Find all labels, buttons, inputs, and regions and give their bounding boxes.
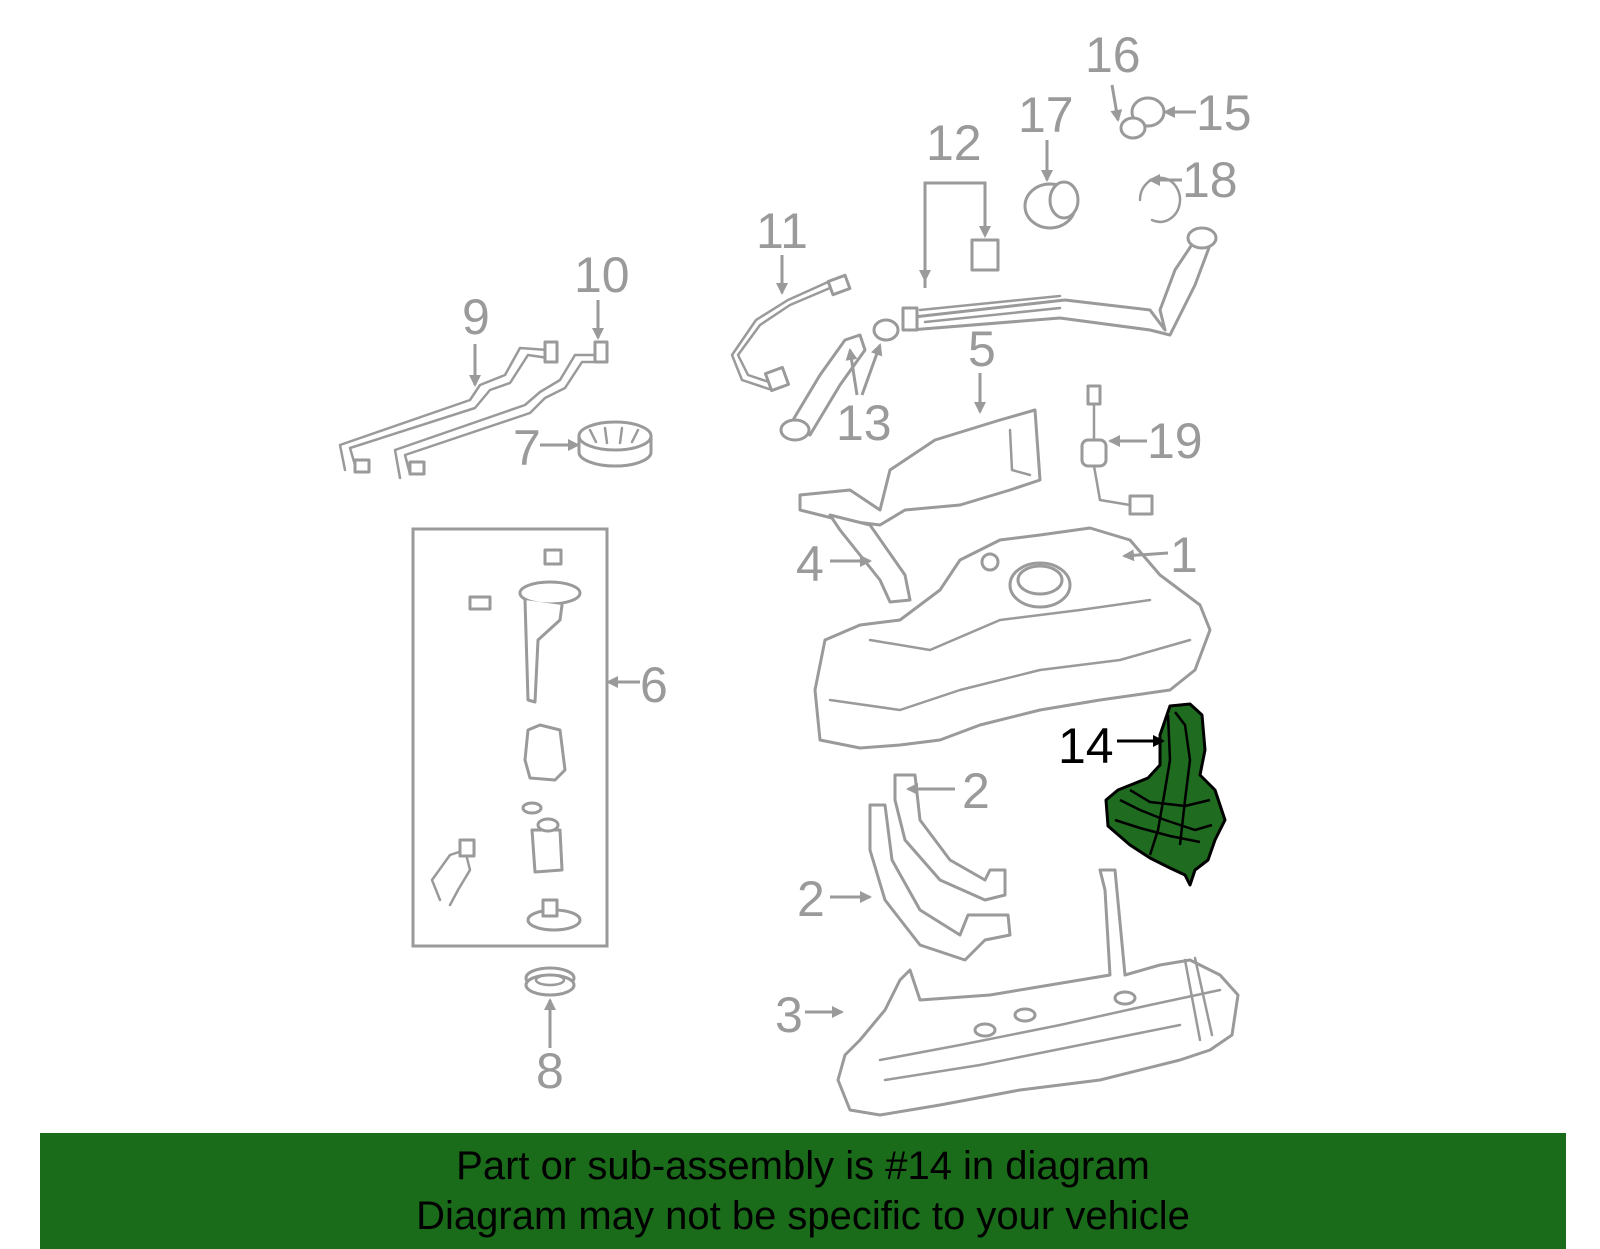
callout-8: 8 — [536, 1043, 564, 1099]
callout-1: 1 — [1170, 527, 1198, 583]
callout-2-upper: 2 — [962, 763, 990, 819]
part-9-fuel-lines — [338, 340, 609, 480]
part-3-skid-plate — [836, 868, 1240, 1117]
part-2-strap-lower — [868, 803, 1012, 962]
part-6-pump-box — [411, 527, 609, 948]
part-15-16-cap-assembly — [1119, 96, 1166, 140]
callout-13: 13 — [836, 395, 892, 451]
callout-18: 18 — [1182, 152, 1238, 208]
callout-arrows — [469, 84, 1196, 1048]
part-7-ring — [577, 420, 653, 468]
banner-line-2: Diagram may not be specific to your vehi… — [416, 1194, 1190, 1238]
part-17-cap — [1023, 180, 1080, 230]
banner-line-1: Part or sub-assembly is #14 in diagram — [456, 1144, 1150, 1188]
callout-3: 3 — [775, 987, 803, 1043]
callout-15: 15 — [1196, 85, 1252, 141]
callout-14: 14 — [1058, 718, 1114, 774]
part-8-lock-ring — [524, 966, 576, 997]
callout-19: 19 — [1147, 413, 1203, 469]
callout-10: 10 — [574, 247, 630, 303]
callout-labels: 1 2 2 3 4 5 6 7 8 9 10 11 12 13 14 15 16… — [462, 27, 1252, 1099]
callout-4: 4 — [796, 536, 824, 592]
part-18-clip — [1138, 176, 1182, 224]
part-1-fuel-tank — [813, 526, 1212, 750]
part-4-strap — [828, 513, 912, 604]
callout-11: 11 — [756, 203, 808, 259]
info-banner: Part or sub-assembly is #14 in diagram D… — [40, 1133, 1566, 1249]
callout-9: 9 — [462, 289, 490, 345]
part-11-sensor — [730, 273, 852, 393]
callout-7: 7 — [513, 420, 541, 476]
part-19-sender — [1080, 384, 1154, 516]
callout-5: 5 — [968, 321, 996, 377]
callout-16: 16 — [1085, 27, 1141, 83]
part-14-highlighted — [1104, 702, 1227, 887]
callout-6: 6 — [640, 657, 668, 713]
callout-2-lower: 2 — [797, 871, 825, 927]
callout-12: 12 — [926, 115, 982, 171]
callout-17: 17 — [1018, 87, 1074, 143]
part-12-filler-pipe — [901, 226, 1218, 337]
